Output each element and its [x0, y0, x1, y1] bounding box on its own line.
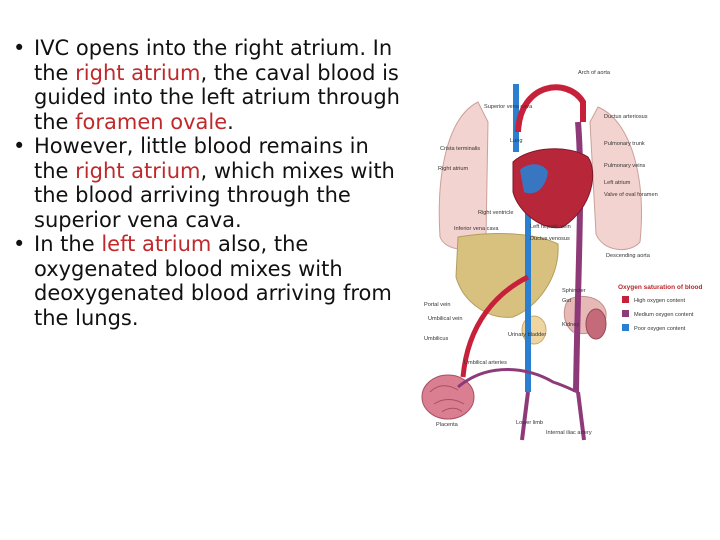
label-svc: Superior vena cava [484, 104, 533, 110]
label-crista: Crista terminalis [440, 146, 480, 152]
highlight-left-atrium: left atrium [101, 232, 212, 256]
label-right-ventricle: Right ventricle [478, 210, 513, 216]
heart-blue-chamber [520, 164, 548, 194]
label-gut: Gut [562, 298, 571, 304]
label-pulm-trunk: Pulmonary trunk [604, 141, 645, 147]
bullet-list: •IVC opens into the right atrium. In the… [0, 36, 400, 330]
label-arch-aorta: Arch of aorta [578, 70, 611, 76]
label-placenta: Placenta [436, 422, 459, 428]
legend-label-high: High oxygen content [634, 298, 685, 304]
bullet-2: •However, little blood remains in the ri… [13, 134, 395, 232]
placenta-vessels [429, 385, 465, 413]
label-left-atrium: Left atrium [604, 180, 631, 186]
label-ductus-venosus: Ductus venosus [530, 236, 570, 242]
liver [455, 232, 559, 318]
umbilical-arteries [457, 368, 579, 394]
label-descending-aorta: Descending aorta [606, 253, 651, 259]
umbilical-vein [460, 274, 530, 378]
highlight-foramen-ovale: foramen ovale [75, 109, 228, 134]
label-internal-iliac: Internal iliac artery [546, 430, 592, 436]
bullet-dot: • [13, 36, 26, 60]
label-inferior-vena: Inferior vena cava [454, 226, 499, 232]
figure-labels: Arch of aorta Superior vena cava Ductus … [424, 70, 658, 436]
bullet-dot: • [13, 232, 26, 256]
descending-aorta [573, 121, 584, 393]
label-umbilical-arteries: Umbilical arteries [464, 360, 507, 366]
legend: Oxygen saturation of blood High oxygen c… [618, 284, 703, 332]
label-valve: Valve of oval foramen [604, 192, 658, 198]
label-ductus: Ductus arteriosus [604, 114, 648, 120]
aortic-arch [515, 84, 586, 133]
legend-swatch-medium [622, 310, 629, 317]
legend-label-poor: Poor oxygen content [634, 326, 686, 332]
legend-swatch-poor [622, 324, 629, 331]
legend-title: Oxygen saturation of blood [618, 284, 703, 291]
label-right-atrium: Right atrium [438, 166, 468, 172]
label-lower-limb: Lower limb [516, 420, 543, 426]
legend-label-medium: Medium oxygen content [634, 312, 694, 318]
left-lung [589, 106, 642, 250]
label-left-hepatic: Left hepatic vein [530, 224, 571, 230]
leg-vessels [520, 391, 586, 441]
highlight-right-atrium: right atrium [75, 158, 201, 183]
bullet-dot: • [13, 134, 26, 158]
fetal-circulation-figure: Arch of aorta Superior vena cava Ductus … [421, 70, 703, 441]
highlight-right-atrium: right atrium [75, 60, 201, 85]
label-umbilical-vein: Umbilical vein [428, 316, 463, 322]
label-umbilicus: Umbilicus [424, 336, 448, 342]
label-pulm-veins: Pulmonary veins [604, 163, 646, 169]
label-kidney: Kidney [562, 322, 579, 328]
bullet-3: •In the left atrium also, the oxygenated… [13, 232, 392, 330]
legend-swatch-high [622, 296, 629, 303]
label-lung: Lung [510, 138, 522, 144]
bullet-1: •IVC opens into the right atrium. In the… [13, 36, 400, 134]
label-sphincter: Sphincter [562, 288, 586, 294]
kidney [585, 308, 607, 340]
label-bladder: Urinary bladder [508, 332, 546, 338]
label-portal-vein: Portal vein [424, 302, 450, 308]
